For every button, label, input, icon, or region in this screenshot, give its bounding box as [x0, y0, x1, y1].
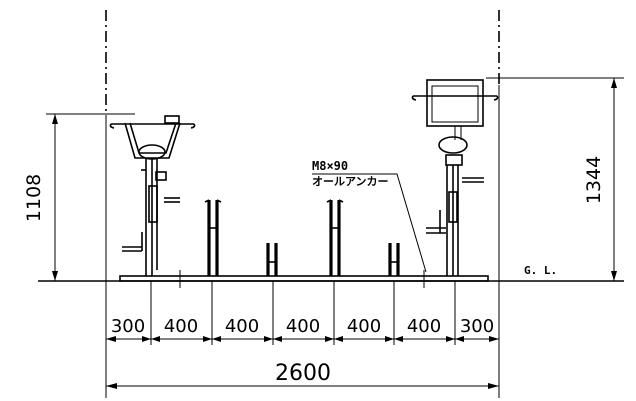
- segment-label: 300: [460, 316, 494, 337]
- rack-stand-short: [388, 243, 400, 276]
- bicycle-front-view-right: [411, 79, 499, 276]
- bicycle-basket: [426, 79, 484, 127]
- rack-stand-tall: [326, 199, 344, 276]
- bicycle-front-view-left: [109, 115, 196, 276]
- height-dimension-right: 1344: [486, 77, 624, 281]
- segment-label: 400: [347, 316, 381, 337]
- ground-level-label: G. L.: [524, 264, 557, 277]
- segment-label: 400: [407, 316, 441, 337]
- base-plate: [119, 275, 489, 282]
- height-dimension-left: 1108: [23, 113, 135, 281]
- rack-stand-short: [266, 243, 278, 276]
- right-height-value: 1344: [583, 156, 605, 204]
- left-height-value: 1108: [23, 174, 45, 222]
- segment-label: 400: [225, 316, 259, 337]
- segment-label: 300: [111, 316, 145, 337]
- rack-stands: [204, 199, 400, 276]
- segment-label: 400: [286, 316, 320, 337]
- segment-dimensions: 300 400 400 400 400 400 300: [106, 281, 499, 345]
- leader-line: [312, 173, 427, 273]
- anchor-type-label: オールアンカー: [312, 175, 389, 188]
- rack-stand-tall: [204, 199, 222, 276]
- segment-label: 400: [164, 316, 198, 337]
- total-width-value: 2600: [275, 361, 331, 386]
- anchor-annotation: M8×90 オールアンカー: [312, 159, 427, 273]
- anchor-size-label: M8×90: [312, 159, 348, 173]
- total-width-dimension: 2600: [106, 361, 499, 389]
